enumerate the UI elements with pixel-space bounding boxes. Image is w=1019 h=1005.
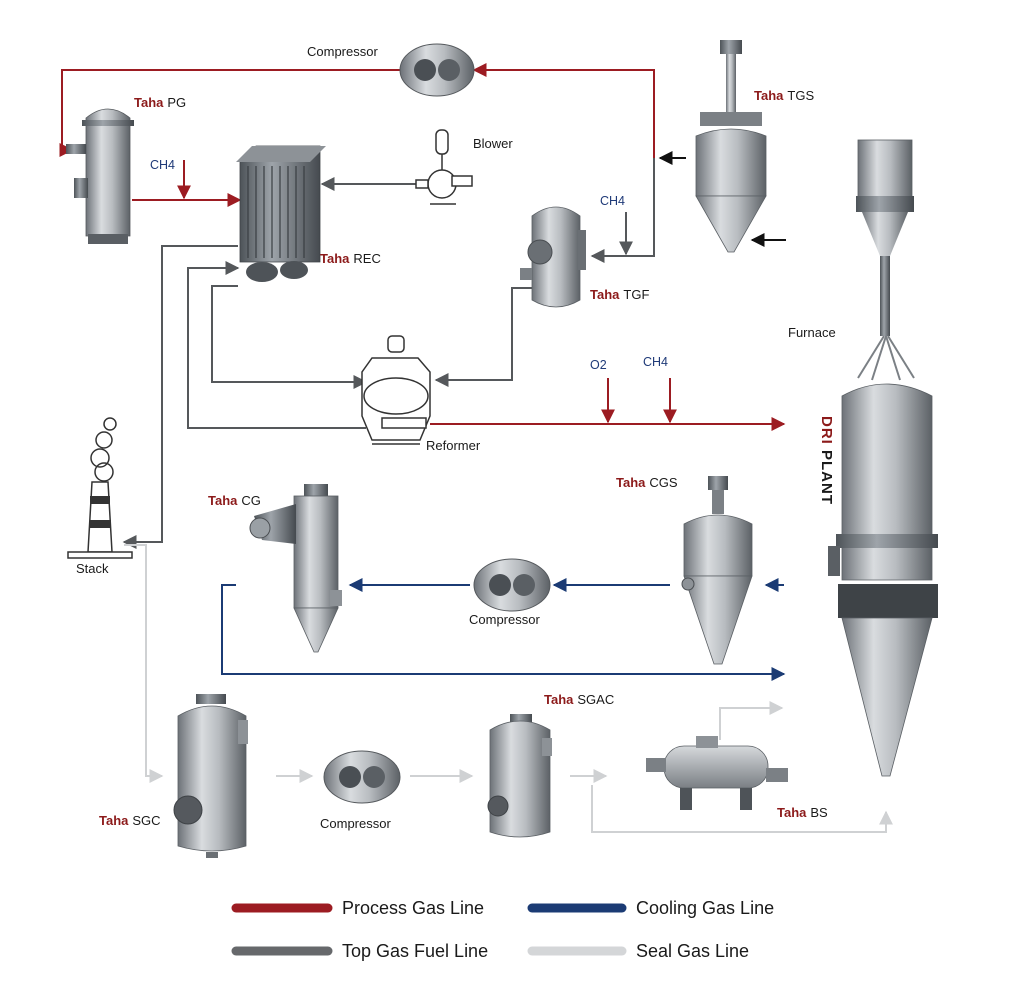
black-arrows	[658, 151, 786, 247]
cg-vessel	[249, 484, 342, 653]
line-sgac-to-furnace	[591, 785, 893, 833]
sgc-vessel	[173, 694, 248, 858]
label-furnace: Furnace	[788, 325, 836, 340]
cooling-gas-lines	[221, 578, 786, 681]
line-tgs-to-compressor	[472, 63, 655, 158]
legend-item-process: Process Gas Line	[231, 898, 484, 918]
top-gas-fuel-lines	[122, 158, 655, 549]
line-cg-to-furnace	[221, 584, 786, 681]
stack	[67, 417, 133, 559]
reformer	[361, 335, 431, 445]
label-o2: O2	[590, 358, 607, 372]
label-dri-plant: DRI PLANT	[818, 416, 835, 505]
legend: Process Gas Line Cooling Gas Line Top Ga…	[231, 898, 774, 961]
compressor-bottom	[323, 750, 401, 804]
compressor-mid	[473, 558, 551, 612]
label-blower: Blower	[473, 136, 513, 151]
line-tgf-to-reformer	[434, 287, 532, 387]
legend-label-process: Process Gas Line	[342, 898, 484, 918]
line-reformer-to-rec	[187, 261, 366, 429]
rec-exchanger	[236, 145, 326, 282]
pg-vessel	[66, 108, 134, 244]
line-rec-to-stack	[122, 245, 238, 549]
tgf-vessel	[520, 206, 586, 308]
blower	[415, 129, 473, 205]
sgac-vessel	[487, 714, 552, 838]
label-stack: Stack	[76, 561, 109, 576]
line-tgs-to-tgf	[590, 158, 655, 263]
cgs-separator	[681, 476, 753, 665]
line-bs-to-furnace	[719, 701, 784, 740]
seal-gas-lines	[124, 544, 893, 833]
label-ch4-tgf: CH4	[600, 194, 625, 208]
legend-item-seal: Seal Gas Line	[527, 941, 749, 961]
legend-label-top-gas-fuel: Top Gas Fuel Line	[342, 941, 488, 961]
legend-item-cooling: Cooling Gas Line	[527, 898, 774, 918]
label-compressor-bottom: Compressor	[320, 816, 391, 831]
label-reformer: Reformer	[426, 438, 481, 453]
label-compressor-mid: Compressor	[469, 612, 540, 627]
compressor-top	[399, 43, 475, 97]
legend-label-cooling: Cooling Gas Line	[636, 898, 774, 918]
line-stack-to-sgc	[124, 544, 164, 783]
label-ch4-reformer: CH4	[643, 355, 668, 369]
label-compressor-top: Compressor	[307, 44, 378, 59]
bs-vessel	[646, 736, 788, 810]
label-ch4-pg: CH4	[150, 158, 175, 172]
tgs-separator	[695, 40, 767, 253]
legend-label-seal: Seal Gas Line	[636, 941, 749, 961]
legend-item-top-gas-fuel: Top Gas Fuel Line	[231, 941, 488, 961]
line-rec-to-reformer	[211, 285, 368, 389]
furnace-dri	[828, 139, 938, 777]
